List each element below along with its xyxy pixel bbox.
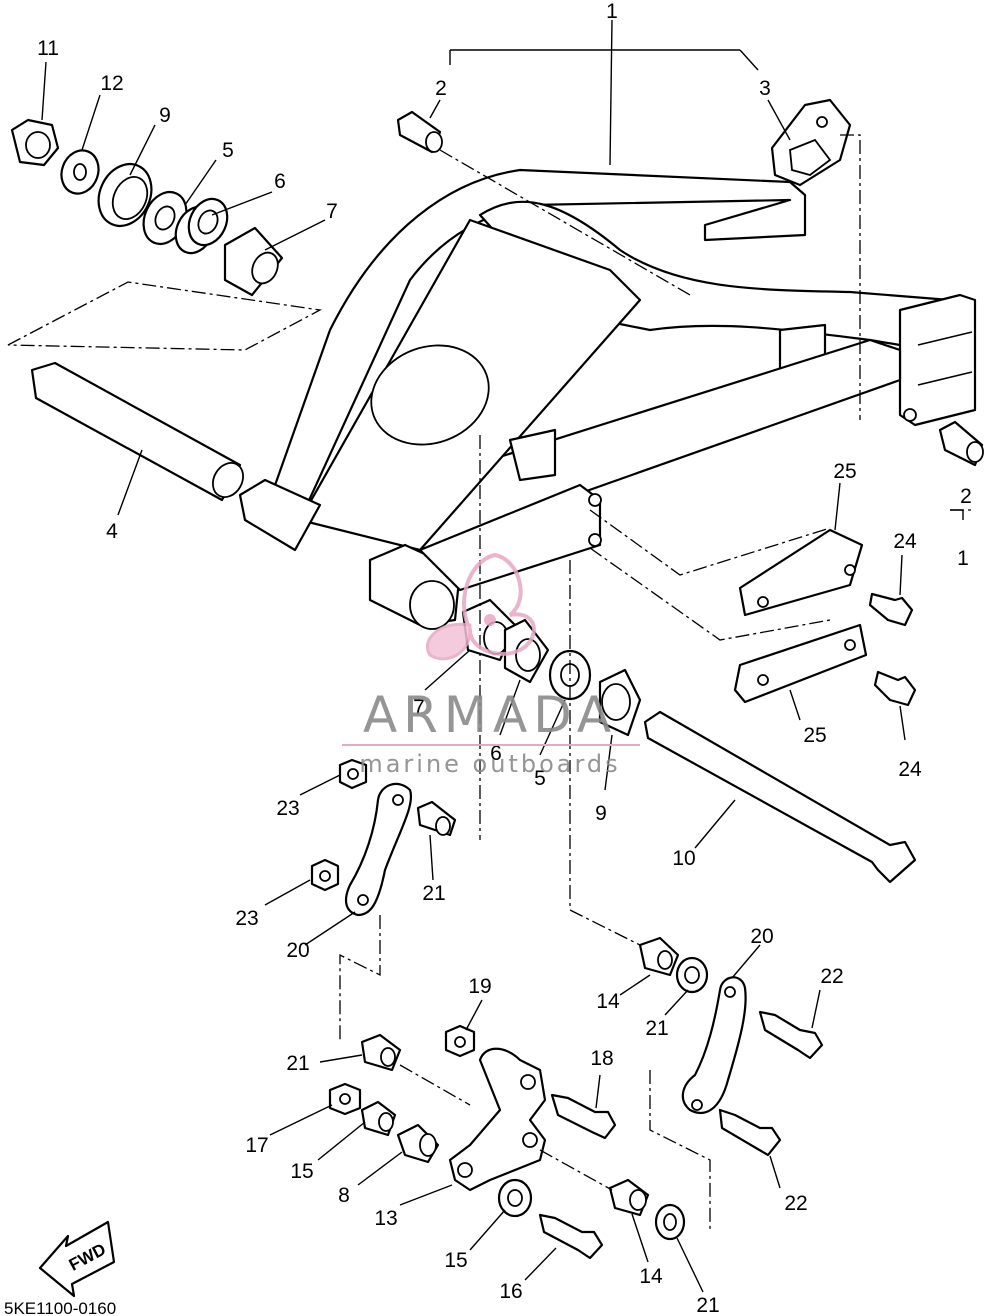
callout-6-top: 6 [274, 170, 286, 193]
callout-13: 13 [374, 1207, 397, 1230]
bushing-2-right [938, 420, 984, 467]
nut-17 [328, 1082, 362, 1116]
bracket-3 [770, 98, 852, 187]
callout-4: 4 [106, 520, 118, 543]
callout-22-lower: 22 [784, 1192, 807, 1215]
callout-11: 11 [37, 37, 59, 60]
callout-24-bottom: 24 [898, 758, 922, 781]
bushing-21-right [675, 956, 709, 994]
callout-9-top: 9 [159, 104, 171, 127]
swingarm [238, 168, 977, 630]
callout-21-upper: 21 [422, 882, 445, 905]
callout-18: 18 [590, 1047, 613, 1070]
pivot-shaft-4 [30, 361, 244, 502]
connecting-rod-20-right [681, 976, 747, 1114]
nut-23-top [338, 758, 368, 790]
callout-2-top: 2 [435, 77, 447, 100]
callout-21-bottom: 21 [696, 1294, 719, 1316]
callout-17: 17 [245, 1134, 268, 1157]
callout-1-right: 1 [957, 547, 969, 570]
seal-6-top [174, 197, 229, 255]
propeller-logo-icon [426, 552, 536, 661]
callout-15-bottom: 15 [444, 1249, 467, 1272]
callout-19: 19 [468, 975, 491, 998]
nut-19 [444, 1024, 476, 1058]
callout-22-upper: 22 [820, 965, 843, 988]
callout-14-lower: 14 [639, 1265, 663, 1288]
collar-14-lower [608, 1178, 650, 1217]
collar-15-bottom [497, 1178, 533, 1218]
callout-21-right: 21 [645, 1017, 668, 1040]
bolt-16 [538, 1213, 604, 1260]
collar-15-left [360, 1100, 397, 1137]
bolt-22-upper [758, 1010, 824, 1060]
bolt-22-lower [718, 1108, 782, 1157]
callout-14-upper: 14 [596, 990, 620, 1013]
armada-watermark: ARMADA marine outboards [342, 552, 640, 778]
callout-20-right: 20 [750, 925, 773, 948]
callout-15-left: 15 [290, 1160, 313, 1183]
axle-bolt-10 [643, 710, 917, 884]
callout-24-top: 24 [893, 530, 917, 553]
watermark-subtitle: marine outboards [359, 750, 620, 778]
callout-21-left: 21 [286, 1052, 309, 1075]
bolt-18 [550, 1093, 617, 1140]
bushing-2-top [396, 110, 443, 154]
callout-20-left: 20 [286, 939, 309, 962]
callout-8: 8 [338, 1184, 350, 1207]
bushing-21-left [360, 1033, 402, 1072]
seal-6-mid [503, 618, 550, 684]
bolt-24-top [868, 592, 914, 627]
callout-5-top: 5 [222, 139, 234, 162]
callout-6-mid: 6 [490, 742, 502, 765]
forward-arrow-icon: FWD [38, 1220, 116, 1298]
callout-1-top: 1 [606, 0, 618, 23]
bushing-21-upper [416, 800, 457, 837]
callout-numbers: 1 2 3 11 12 9 5 6 7 4 25 2 1 24 25 24 7 … [37, 0, 972, 1316]
diagram-code: 5KE1100-0160 [4, 1299, 116, 1316]
callout-5-mid: 5 [534, 767, 546, 790]
collar-9-mid [598, 668, 642, 737]
callout-16: 16 [499, 1280, 522, 1303]
bushing-21-bottom [654, 1203, 686, 1241]
callout-25-top: 25 [833, 460, 856, 483]
bearing-8 [396, 1123, 440, 1164]
relay-arm-13 [448, 1047, 547, 1192]
callout-23-top: 23 [276, 797, 299, 820]
collar-9-top [97, 163, 153, 227]
callout-10: 10 [672, 847, 695, 870]
watermark-title: ARMADA [363, 686, 617, 744]
nut-23-bottom [310, 858, 340, 892]
callout-7-mid: 7 [413, 696, 425, 719]
callout-9-mid: 9 [595, 802, 607, 825]
connecting-rod-20-left [344, 782, 413, 917]
bearing-7-top [223, 226, 284, 297]
callout-7-top: 7 [326, 200, 338, 223]
bolt-24-bottom [873, 670, 917, 707]
callout-12: 12 [100, 72, 123, 95]
callout-25-bottom: 25 [803, 724, 826, 747]
plate-25-bottom [733, 623, 868, 704]
callout-3: 3 [759, 77, 771, 100]
washer-12 [60, 149, 100, 195]
nut-11 [10, 118, 60, 167]
callout-23-bottom: 23 [235, 907, 258, 930]
collar-14-upper [638, 936, 680, 977]
callout-2-right: 2 [960, 485, 972, 508]
plate-25-top [738, 528, 864, 617]
